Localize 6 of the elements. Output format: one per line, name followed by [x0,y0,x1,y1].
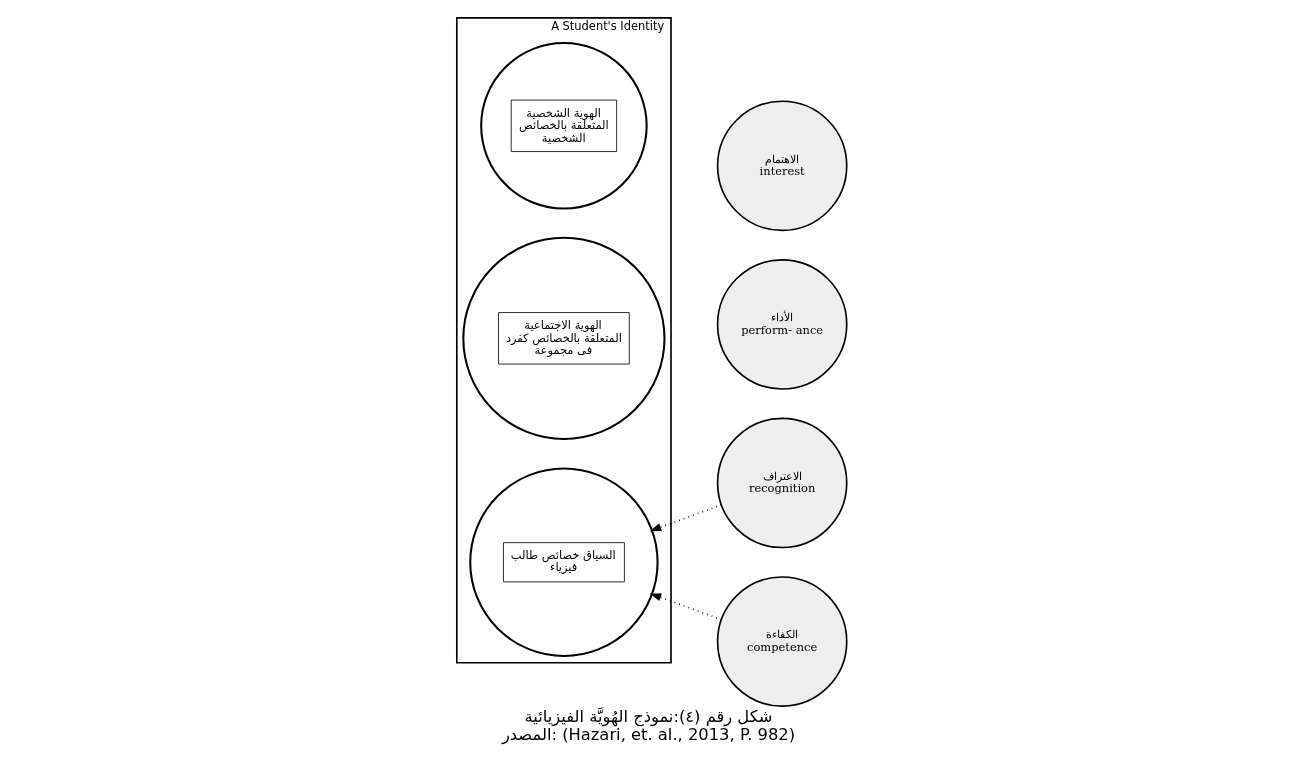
arrow [649,593,723,621]
node-circle: السياق خصائص طالب فيزياء [469,467,659,657]
diagram-title: شكل رقم (٤):نموذج الهُويَّة الفيزيائية [524,707,773,727]
node-circle: الهوية الاجتماعية المتعلقة بالخصائص كفرد فى مجموعة [462,236,666,440]
node-circle: الهوية الشخصية المتعلقة بالخصائص الشخصية [480,42,648,210]
arrow [649,504,723,532]
